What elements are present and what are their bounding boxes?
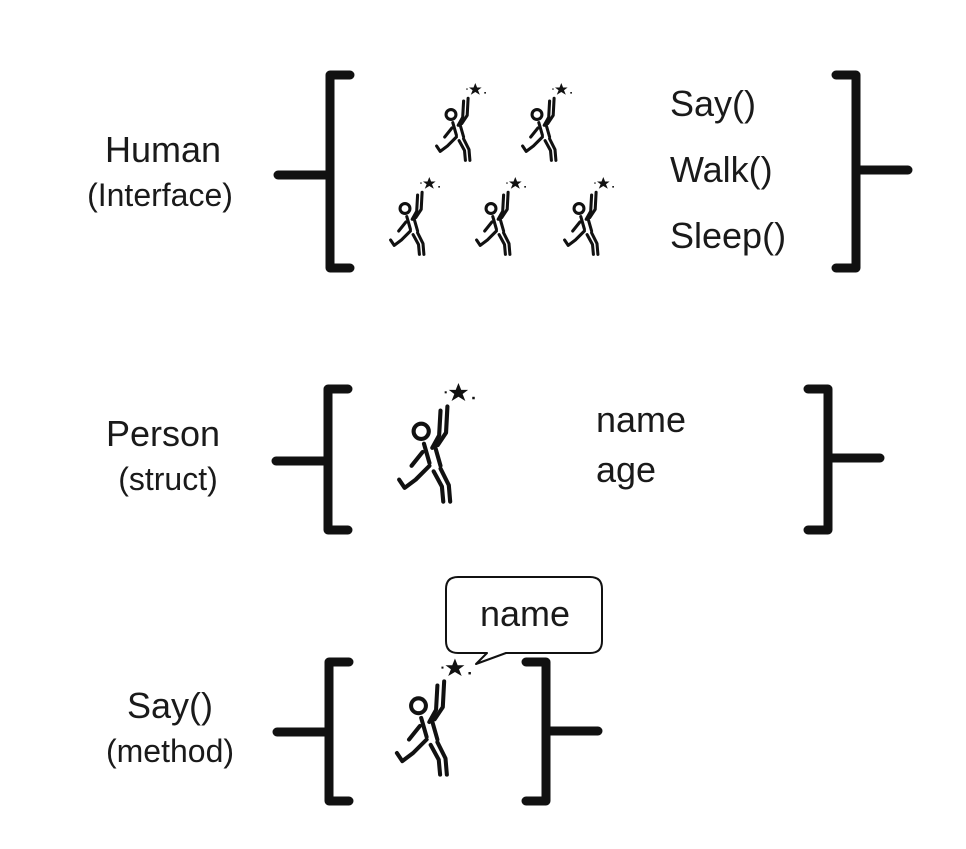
human-title: Human [105,129,221,170]
human-figure-1-icon [436,82,487,161]
human-subtitle: (Interface) [87,177,233,213]
human-left-bracket [273,70,355,273]
say-right-bracket [521,657,603,806]
person-group: Person (struct) name age [106,382,885,535]
human-figure-2-icon [522,82,573,161]
say-figure-icon [396,657,472,776]
human-group: Human (Interface) Say() Walk() Sleep() [87,70,913,273]
person-figure-icon [398,382,476,503]
person-title: Person [106,413,220,454]
say-title: Say() [127,685,213,726]
human-figure-4-icon [476,176,527,255]
speech-bubble-text: name [480,593,570,634]
person-field-age: age [596,449,656,490]
human-figure-5-icon [564,176,615,255]
person-field-name: name [596,399,686,440]
human-right-bracket [831,70,913,273]
human-figure-3-icon [390,176,441,255]
human-method-walk: Walk() [670,149,773,190]
say-group: Say() (method) name [106,576,603,806]
human-method-say: Say() [670,83,756,124]
human-method-sleep: Sleep() [670,215,786,256]
person-left-bracket [271,384,353,535]
say-subtitle: (method) [106,733,234,769]
speech-bubble [445,576,603,665]
person-subtitle: (struct) [118,461,218,497]
say-left-bracket [272,657,354,806]
person-right-bracket [803,384,885,535]
